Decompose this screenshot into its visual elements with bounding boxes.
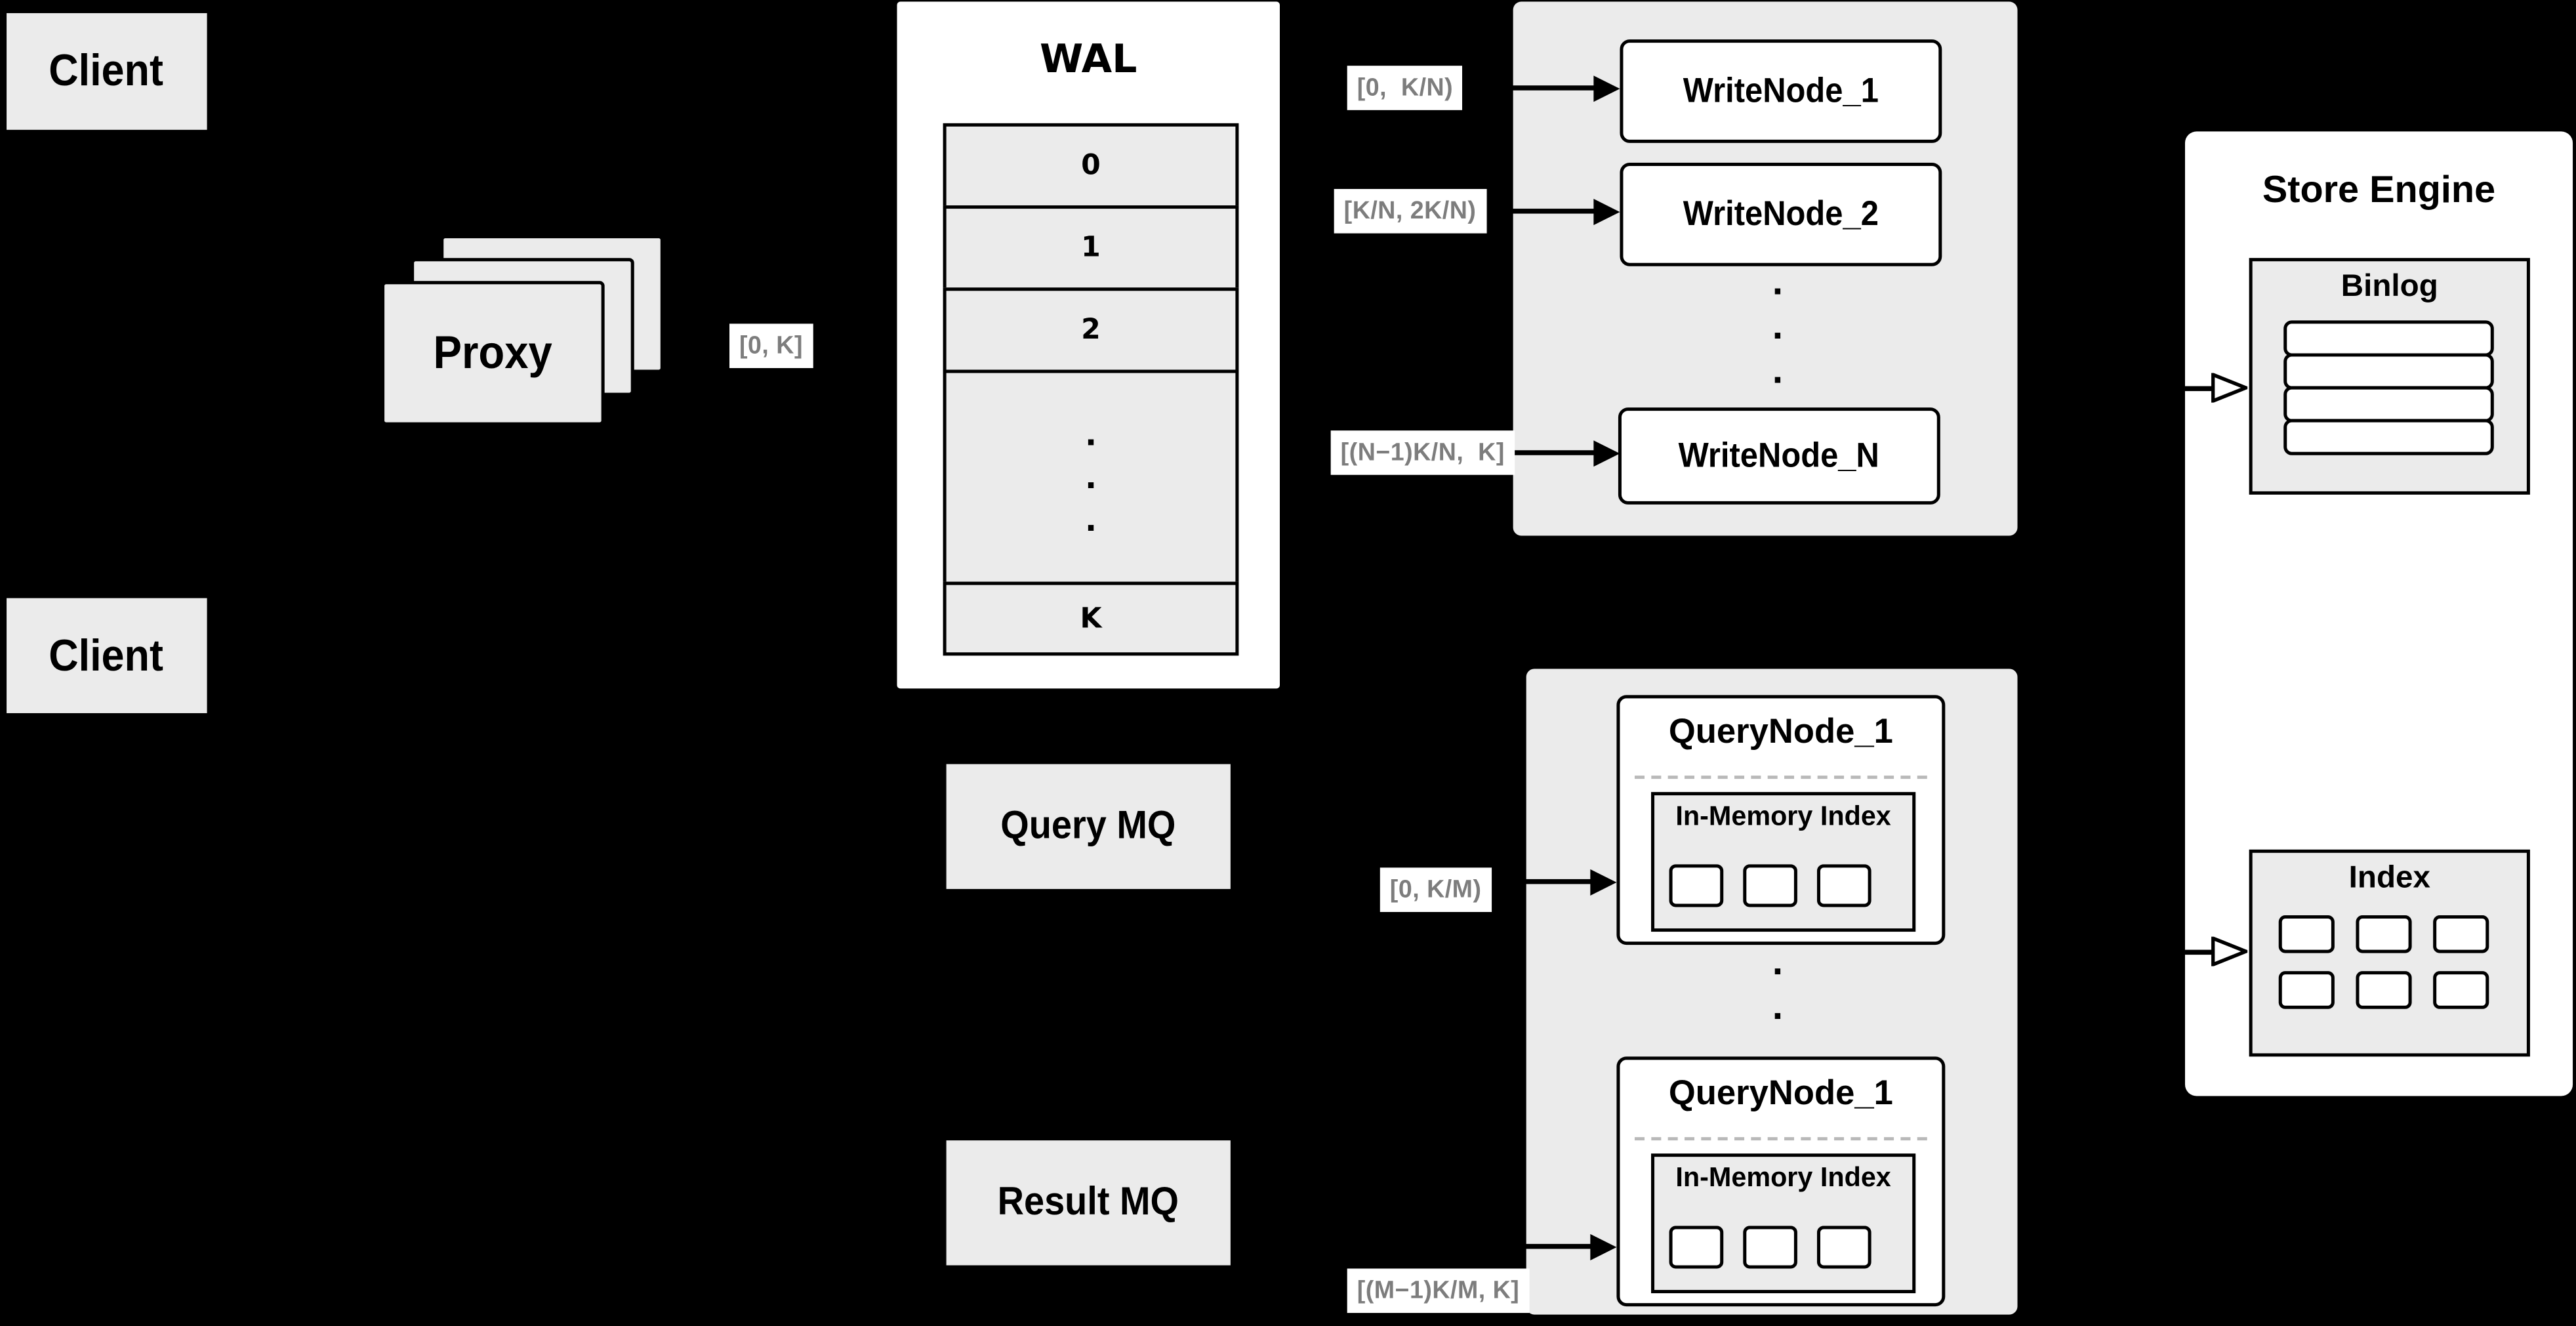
wal-segment-row: 0	[943, 123, 1239, 209]
in-memory-cell	[1669, 864, 1724, 907]
arrowhead-writenode-1-icon	[1593, 74, 1620, 102]
arrow-line-binlog	[2184, 386, 2217, 390]
arrowhead-querynode-1-icon	[1590, 868, 1617, 895]
in-memory-cell	[1816, 1226, 1871, 1269]
client-box-top: Client	[7, 13, 207, 130]
write-group-ellipsis: . . .	[1771, 266, 1784, 392]
binlog-row	[2283, 386, 2494, 423]
wal-ellipsis: . . .	[1084, 416, 1097, 539]
wal-panel: WAL 0 1 2 . . . K	[897, 1, 1280, 689]
arrowhead-querynode-2-icon	[1590, 1233, 1617, 1260]
open-arrowhead-binlog-icon	[2211, 373, 2248, 403]
client-box-bottom: Client	[7, 598, 207, 713]
write-node-2-box: WriteNode_2	[1620, 162, 1942, 266]
proxy-card-front: Proxy	[381, 281, 605, 426]
arrowhead-writenode-n-icon	[1593, 439, 1620, 466]
index-cell	[2433, 915, 2489, 953]
in-memory-index-title-1: In-Memory Index	[1675, 802, 1891, 832]
query-range-label-2: [(M−1)K/M, K]	[1347, 1268, 1530, 1314]
write-node-2-label: WriteNode_2	[1683, 194, 1879, 233]
store-engine-panel: Store Engine Binlog Index	[2184, 131, 2573, 1096]
in-memory-cells-1	[1669, 864, 1871, 907]
query-node-2-title: QueryNode_1	[1668, 1074, 1893, 1113]
client-top-label: Client	[49, 46, 165, 96]
write-node-n-box: WriteNode_N	[1618, 407, 1940, 505]
binlog-box: Binlog	[2249, 258, 2530, 495]
index-cells-row-1	[2278, 915, 2489, 953]
query-node-2-divider	[1634, 1137, 1927, 1141]
index-cell	[2356, 915, 2412, 953]
arrow-line-querynode-2	[1486, 1243, 1592, 1249]
index-cells-row-2	[2278, 971, 2489, 1009]
binlog-row	[2283, 353, 2494, 390]
arrow-line-index	[2184, 949, 2217, 954]
wal-title: WAL	[1039, 36, 1137, 83]
wal-table: 0 1 2 . . . K	[943, 123, 1239, 656]
write-node-1-box: WriteNode_1	[1620, 39, 1942, 143]
client-bottom-label: Client	[49, 630, 165, 680]
binlog-row	[2283, 419, 2494, 455]
index-cell	[2278, 971, 2335, 1009]
arrowhead-writenode-2-icon	[1593, 197, 1620, 224]
index-title: Index	[2348, 861, 2430, 896]
result-mq-box: Result MQ	[946, 1140, 1231, 1266]
query-mq-box: Query MQ	[946, 764, 1231, 889]
write-node-n-label: WriteNode_N	[1679, 436, 1880, 474]
open-arrowhead-index-icon	[2211, 936, 2248, 966]
index-box: Index	[2249, 849, 2530, 1057]
binlog-title: Binlog	[2341, 269, 2438, 304]
in-memory-cell	[1669, 1226, 1724, 1269]
proxy-label: Proxy	[433, 327, 552, 379]
proxy-range-label: [0, K]	[729, 323, 813, 369]
store-engine-title: Store Engine	[2262, 167, 2496, 211]
query-node-1-box: QueryNode_1 In-Memory Index	[1616, 695, 1946, 945]
in-memory-index-box-2: In-Memory Index	[1651, 1153, 1916, 1294]
query-node-1-divider	[1634, 776, 1927, 779]
wal-segment-row: 1	[943, 205, 1239, 291]
in-memory-cell	[1743, 1226, 1797, 1269]
in-memory-index-box-1: In-Memory Index	[1651, 792, 1916, 932]
wal-segment-row-k: K	[943, 581, 1239, 656]
write-range-label-2: [K/N, 2K/N)	[1334, 189, 1486, 234]
in-memory-cell	[1743, 864, 1797, 907]
write-node-1-label: WriteNode_1	[1683, 71, 1879, 110]
arrow-line-writenode-1	[1479, 85, 1595, 91]
in-memory-cell	[1816, 864, 1871, 907]
result-mq-label: Result MQ	[998, 1180, 1179, 1224]
write-range-label-1: [0, K/N)	[1347, 66, 1463, 110]
query-range-label-1: [0, K/M)	[1380, 867, 1492, 912]
write-range-label-3: [(N−1)K/N, K]	[1330, 430, 1515, 475]
index-cell	[2278, 915, 2335, 953]
arrow-line-writenode-n	[1479, 450, 1595, 455]
arrow-line-writenode-2	[1479, 209, 1595, 214]
wal-segment-row: 2	[943, 287, 1239, 373]
query-node-1-title: QueryNode_1	[1668, 713, 1893, 751]
index-cell	[2356, 971, 2412, 1009]
wal-ellipsis-row: . . .	[943, 369, 1239, 585]
query-node-2-box: QueryNode_1 In-Memory Index	[1616, 1056, 1946, 1307]
query-mq-label: Query MQ	[1000, 803, 1176, 848]
in-memory-index-title-2: In-Memory Index	[1675, 1163, 1891, 1193]
index-cell	[2433, 971, 2489, 1009]
arrow-line-querynode-1	[1486, 879, 1592, 884]
in-memory-cells-2	[1669, 1226, 1871, 1269]
binlog-rows	[2283, 320, 2494, 455]
binlog-row	[2283, 320, 2494, 357]
